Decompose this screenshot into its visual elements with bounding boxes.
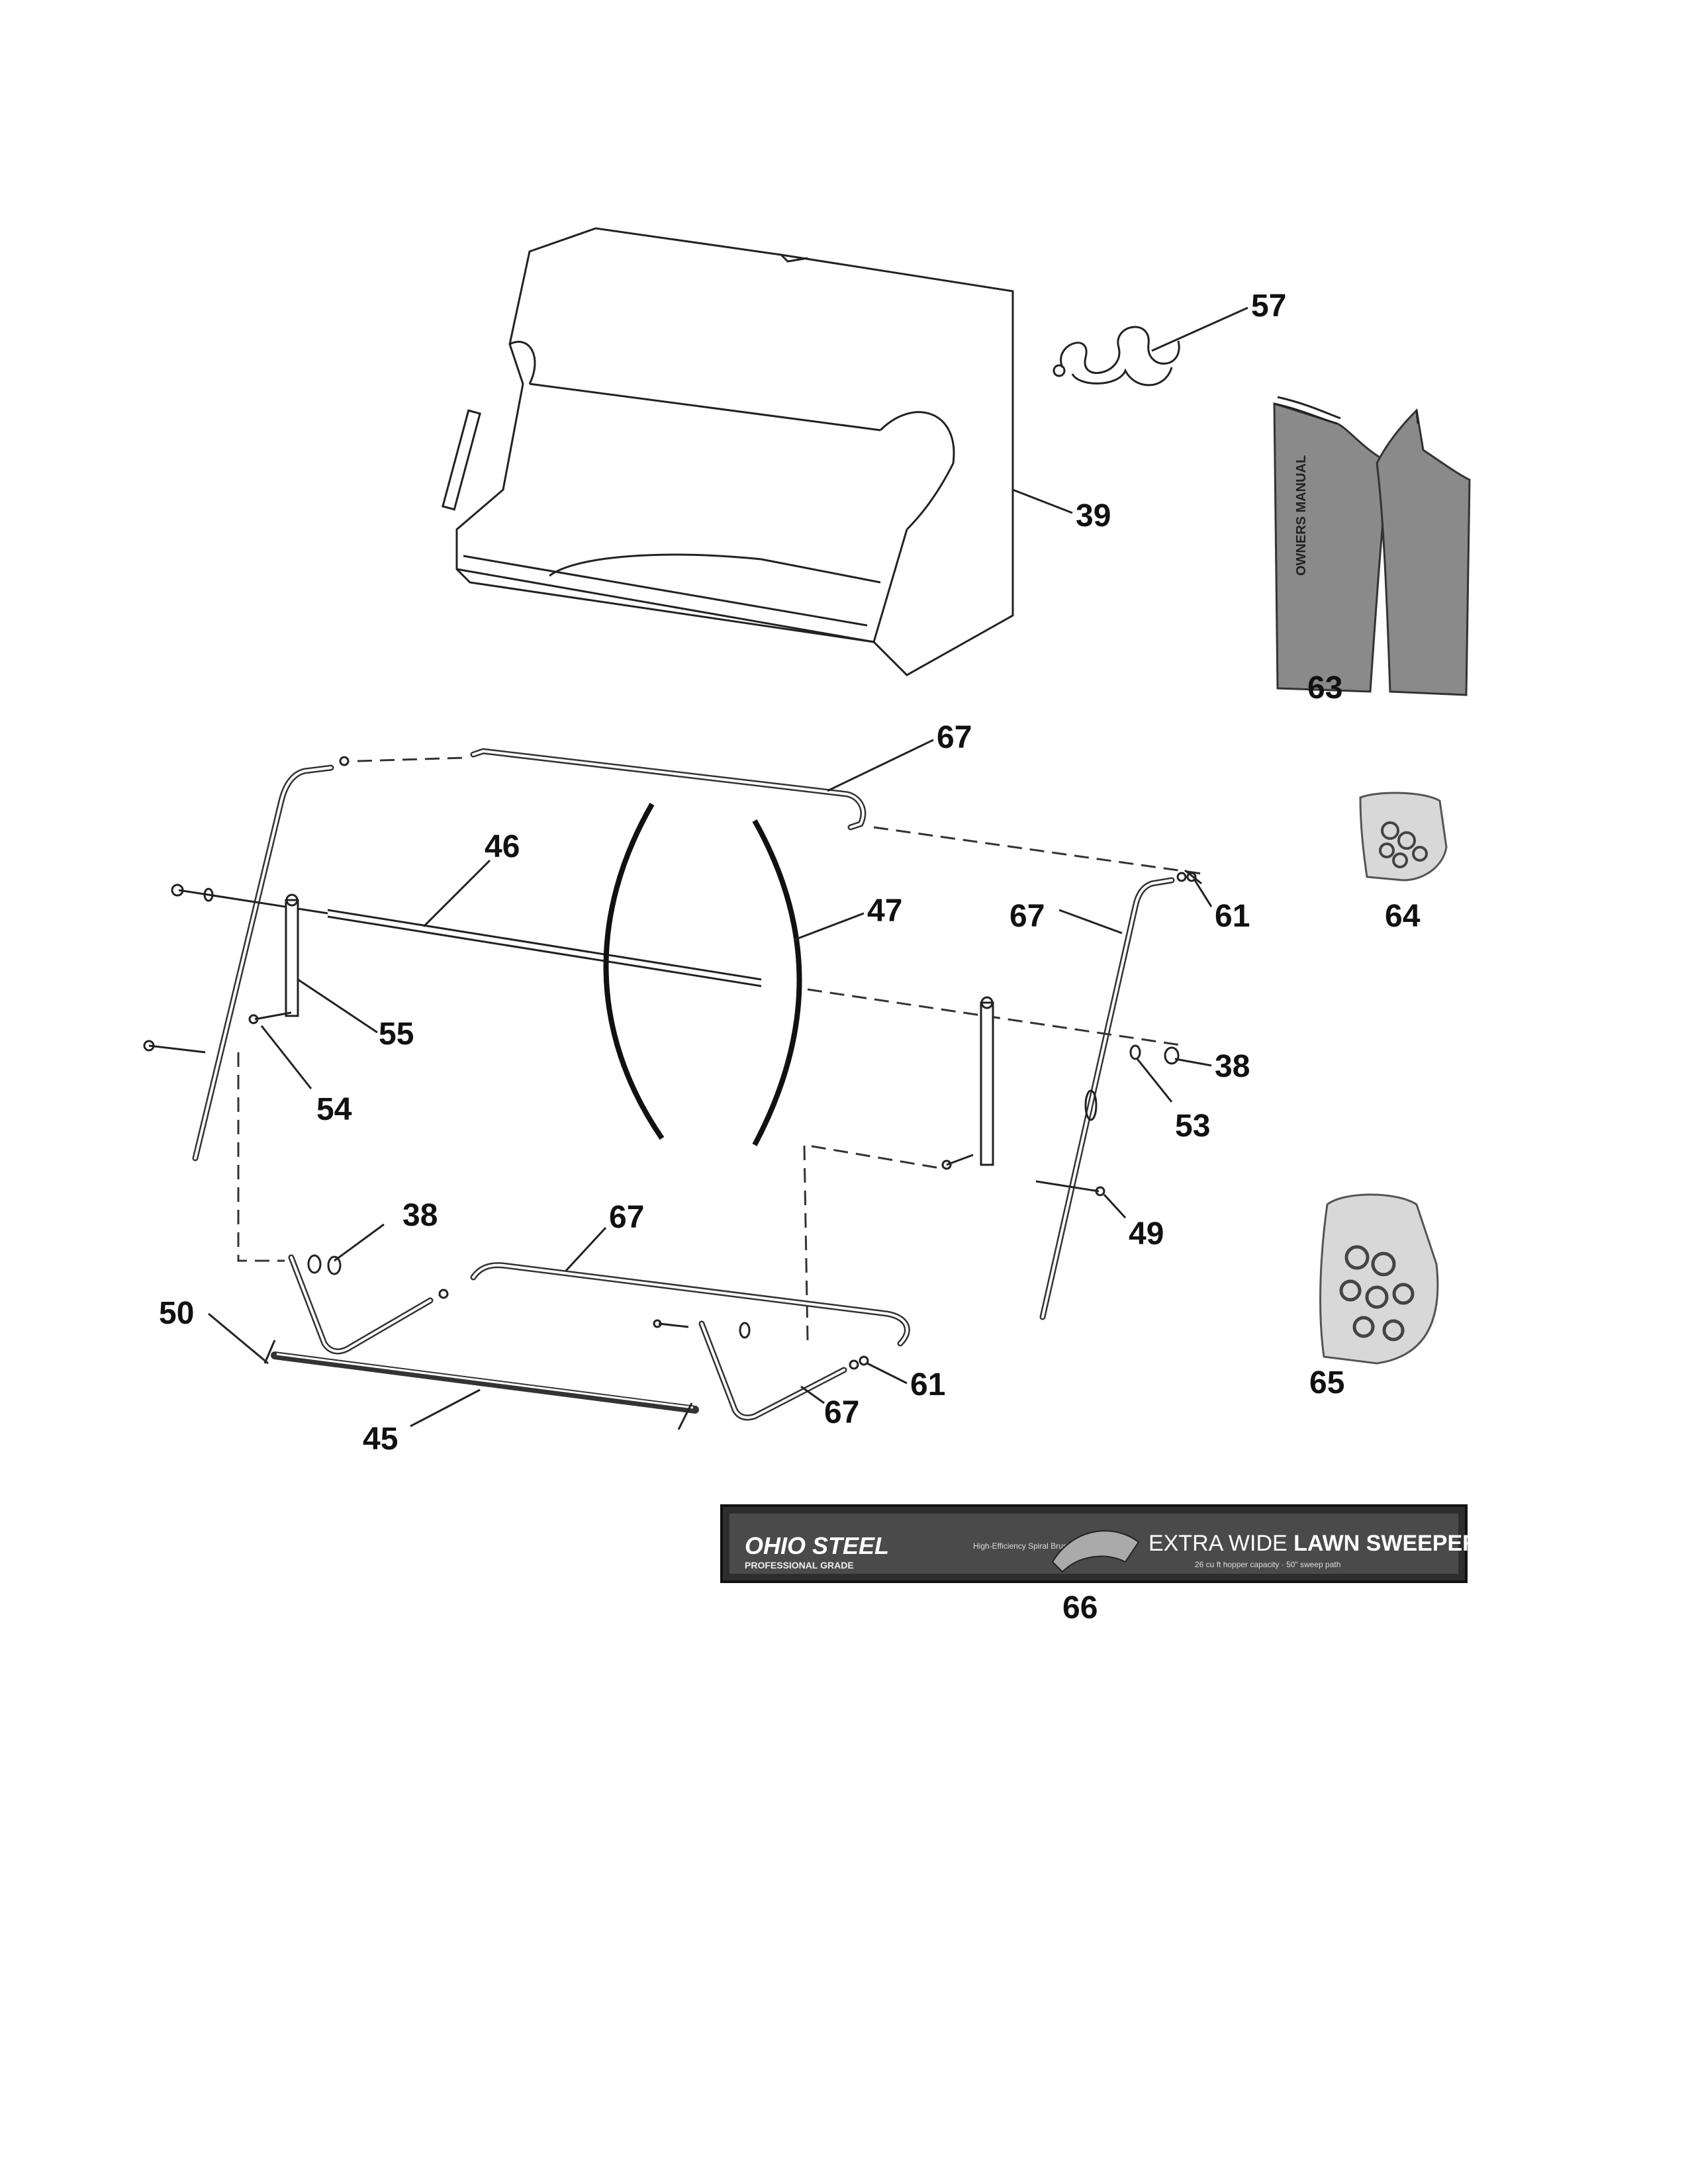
leader-57	[1151, 306, 1248, 352]
leader-50	[208, 1312, 269, 1365]
callout-46: 46	[485, 829, 520, 864]
leader-67-right	[1058, 909, 1123, 934]
leader-38-right	[1174, 1058, 1212, 1067]
leader-53	[1136, 1058, 1173, 1103]
callout-38-right: 38	[1215, 1049, 1250, 1084]
pin-right-part	[941, 1154, 1105, 1197]
decal-brand-sub: PROFESSIONAL GRADE	[745, 1560, 854, 1570]
hardware-bag-large-part	[1319, 1193, 1439, 1365]
callout-38-left: 38	[402, 1198, 438, 1233]
brush-strip-part	[603, 803, 802, 1146]
lower-right-frame-tube-part	[653, 1319, 859, 1421]
lawn-sweeper-decal-part: OHIO STEEL PROFESSIONAL GRADE High-Effic…	[720, 1504, 1479, 1583]
callout-57: 57	[1251, 289, 1286, 324]
callout-55: 55	[379, 1017, 414, 1052]
cross-rod-part	[263, 1340, 699, 1430]
dash-axle-right	[807, 988, 1186, 1047]
left-post-part	[285, 893, 299, 1017]
leader-55	[297, 978, 378, 1034]
callout-67-top: 67	[937, 720, 972, 755]
dash-left-vertical	[237, 1052, 285, 1262]
callout-50: 50	[159, 1296, 194, 1331]
hardware-bag-small-part	[1359, 792, 1448, 882]
leader-45	[410, 1388, 481, 1428]
callout-49: 49	[1129, 1216, 1164, 1251]
cap-bottom-right-part	[859, 1355, 869, 1366]
dash-top-right	[873, 826, 1202, 875]
upper-frame-tube-part	[470, 748, 867, 831]
callout-53: 53	[1175, 1109, 1210, 1144]
callout-65: 65	[1309, 1365, 1344, 1400]
leader-38-left	[334, 1223, 385, 1262]
decal-title-bold: LAWN SWEEPER	[1293, 1531, 1479, 1556]
lower-frame-tube-part	[288, 1254, 910, 1355]
callout-54: 54	[316, 1092, 352, 1127]
callout-67-bottom: 67	[609, 1200, 644, 1235]
decal-fine-print: 26 cu ft hopper capacity · 50" sweep pat…	[1195, 1560, 1340, 1569]
callout-67-right: 67	[1009, 899, 1045, 934]
leader-67-top	[827, 739, 934, 792]
manual-cover-text: OWNERS MANUAL	[1294, 455, 1309, 576]
left-side-frame-tube-part	[192, 756, 350, 1161]
leader-61-bottom	[867, 1362, 908, 1385]
leader-47	[794, 912, 865, 941]
callout-47: 47	[867, 893, 902, 929]
right-side-frame-tube-part	[1039, 872, 1187, 1320]
dash-top-left	[357, 756, 464, 762]
callout-45: 45	[363, 1422, 398, 1457]
leader-61-top	[1194, 880, 1213, 907]
leader-49	[1103, 1193, 1127, 1219]
callout-67-lower: 67	[824, 1395, 859, 1430]
callout-66: 66	[1062, 1590, 1098, 1625]
leader-67-lower	[800, 1385, 825, 1404]
cap-top-right-part	[1184, 869, 1202, 885]
callout-39: 39	[1076, 498, 1111, 533]
right-post-part	[980, 996, 994, 1166]
leader-39	[1012, 488, 1073, 514]
spring-part	[1053, 326, 1180, 387]
callout-61-top: 61	[1215, 899, 1250, 934]
leader-67-bottom	[565, 1226, 607, 1272]
decal-tagline: High-Efficiency Spiral Brush	[973, 1541, 1072, 1551]
washer-right-part	[1129, 1044, 1180, 1065]
decal-title: EXTRA WIDE LAWN SWEEPER	[1149, 1531, 1479, 1556]
callout-63: 63	[1307, 670, 1342, 705]
callout-61-bottom: 61	[910, 1367, 945, 1402]
leader-46	[422, 859, 491, 928]
callout-64: 64	[1385, 899, 1421, 934]
owners-manual-part: OWNERS MANUAL	[1273, 396, 1471, 696]
decal-title-light: EXTRA WIDE	[1149, 1531, 1293, 1556]
pin-left-part	[143, 1011, 292, 1054]
leader-54	[260, 1025, 312, 1089]
decal-brand-text: OHIO STEEL	[745, 1532, 889, 1559]
hopper-bag-part	[442, 227, 1014, 676]
axle-rod-part	[171, 884, 762, 987]
washer-left-part	[307, 1254, 342, 1275]
